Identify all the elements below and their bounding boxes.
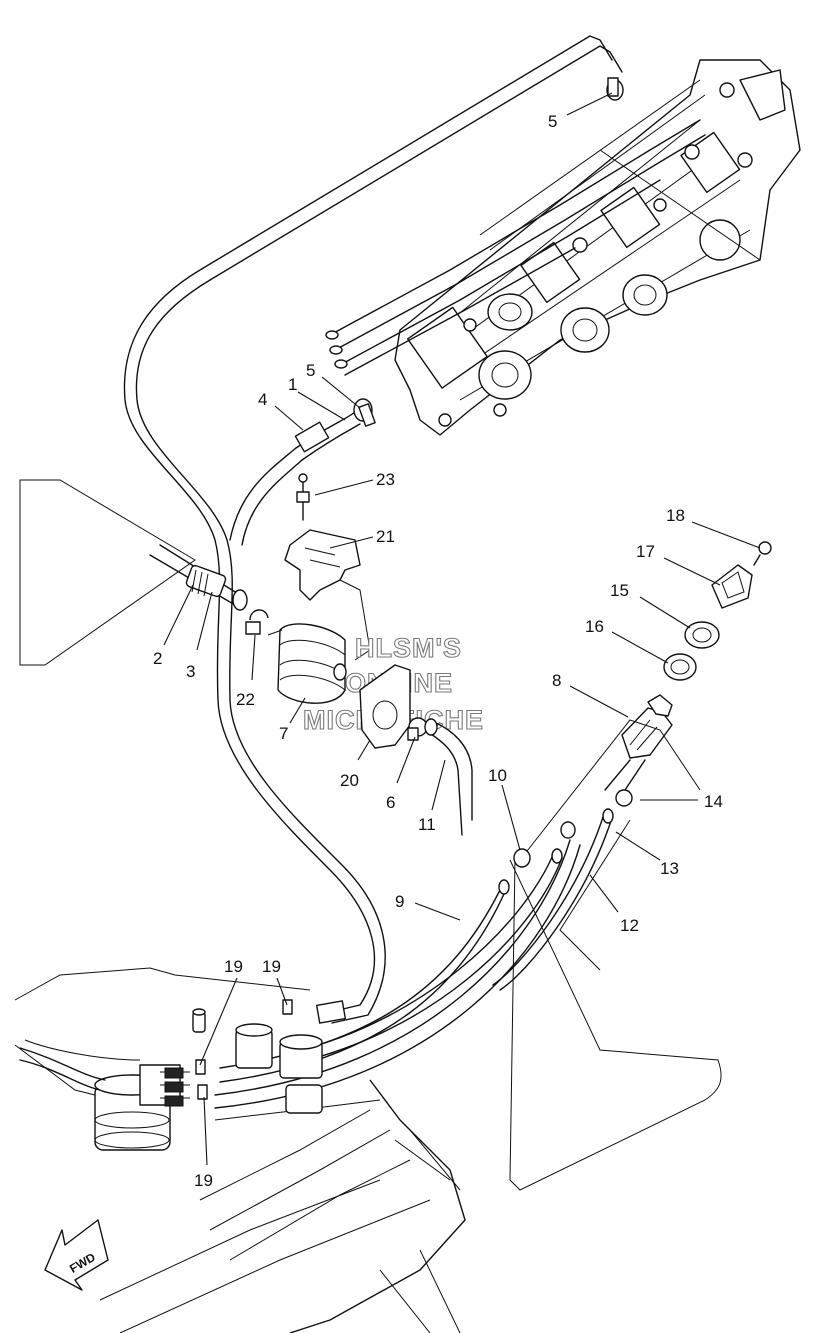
- bracket-21: [284, 529, 371, 661]
- washer-16: [663, 653, 697, 681]
- callout-9: 9: [395, 892, 404, 911]
- hose-clamp-10b: [560, 821, 576, 839]
- callouts: 5 5 1 4 23 21 2 3 22 7 20 6 11 8 10 14 1…: [153, 112, 723, 1190]
- callout-18: 18: [666, 506, 685, 525]
- leader-lines: [163, 92, 761, 1166]
- callout-5-mid: 5: [306, 361, 315, 380]
- fuel-tank: [14, 967, 466, 1333]
- callout-21: 21: [376, 527, 395, 546]
- callout-12: 12: [620, 916, 639, 935]
- callout-17: 17: [636, 542, 655, 561]
- callout-19-b: 19: [262, 957, 281, 976]
- callout-5-top: 5: [548, 112, 557, 131]
- fwd-arrow-icon: FWD: [44, 1219, 109, 1291]
- callout-23: 23: [376, 470, 395, 489]
- screw-18: [753, 541, 772, 566]
- washer-15: [684, 621, 720, 649]
- callout-10: 10: [488, 766, 507, 785]
- callout-3: 3: [186, 662, 195, 681]
- callout-1: 1: [288, 375, 297, 394]
- fuel-hoses-9-12-13: [214, 719, 722, 1191]
- callout-6: 6: [386, 793, 395, 812]
- callout-11: 11: [418, 815, 436, 834]
- fuel-filter-7: [267, 623, 347, 704]
- callout-20: 20: [340, 771, 359, 790]
- callout-15: 15: [610, 581, 629, 600]
- bolt-23: [296, 473, 310, 521]
- callout-19-a: 19: [224, 957, 243, 976]
- watermark-line-1: HLSM'S: [355, 633, 462, 663]
- clamp-22: [245, 609, 269, 635]
- callout-16: 16: [585, 617, 604, 636]
- hose-clamp-14: [615, 789, 633, 807]
- clamp-19-set: [195, 999, 293, 1100]
- fuel-cock-8: [604, 694, 673, 791]
- callout-4: 4: [258, 390, 267, 409]
- callout-13: 13: [660, 859, 679, 878]
- callout-8: 8: [552, 671, 561, 690]
- return-hose-top-loop: [123, 35, 623, 1024]
- filter-bracket-20: [359, 664, 411, 749]
- callout-7: 7: [279, 724, 288, 743]
- breather-pipe-2: [19, 479, 248, 666]
- callout-14: 14: [704, 792, 723, 811]
- callout-19-c: 19: [194, 1171, 213, 1190]
- fuel-hose-4: [229, 411, 361, 546]
- engine-block: [325, 59, 801, 436]
- callout-22: 22: [236, 690, 255, 709]
- hose-clamp-5-mid: [353, 398, 376, 427]
- hose-clamp-10: [513, 848, 531, 868]
- fuel-hose-11: [424, 718, 473, 836]
- hose-clamp-6: [407, 717, 428, 741]
- knob-17: [711, 564, 753, 609]
- callout-2: 2: [153, 649, 162, 668]
- hose-clamp-5-top: [606, 77, 624, 101]
